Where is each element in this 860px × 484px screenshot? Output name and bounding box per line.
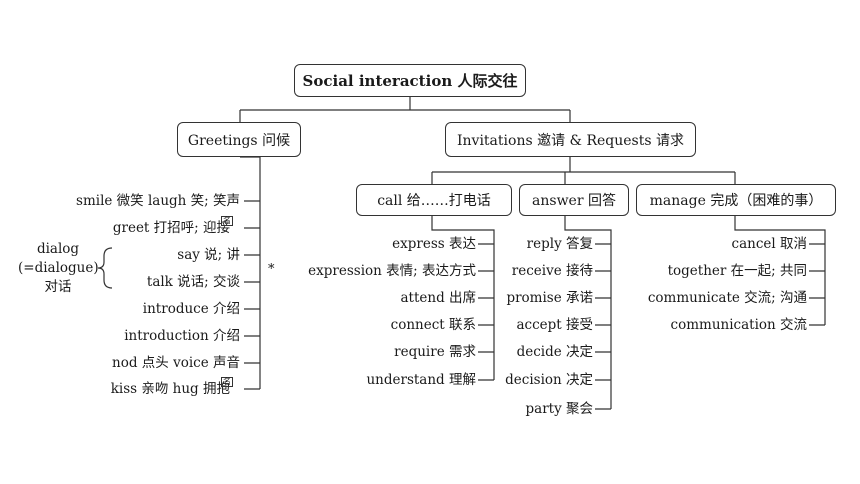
answer-node: answer 回答 xyxy=(519,184,629,216)
noun-mark-icon: 名 xyxy=(221,216,233,226)
answer-item: receive 接待 xyxy=(511,263,593,279)
answer-item: decide 决定 xyxy=(516,344,593,360)
answer-item: party 聚会 xyxy=(525,401,594,417)
manage-item: cancel 取消 xyxy=(731,236,807,252)
call-item: express 表达 xyxy=(392,236,476,252)
answer-item: promise 承诺 xyxy=(506,290,593,306)
dialog-label-line: (=dialogue) xyxy=(18,260,99,276)
call-item: require 需求 xyxy=(394,344,476,360)
greetings-item: introduce 介绍 xyxy=(142,301,240,317)
answer-item: accept 接受 xyxy=(516,317,593,333)
answer-item: reply 答复 xyxy=(526,236,593,252)
greetings-item: nod 点头 voice 声音 xyxy=(112,355,240,371)
call-item: expression 表情; 表达方式 xyxy=(308,263,476,279)
dialog-label-line: 对话 xyxy=(44,279,72,295)
greetings-item: introduction 介绍 xyxy=(124,328,240,344)
call-item: understand 理解 xyxy=(366,372,476,388)
noun-mark-icon: 名 xyxy=(221,377,233,387)
call-item: connect 联系 xyxy=(390,317,476,333)
greetings-item: smile 微笑 laugh 笑; 笑声 xyxy=(76,193,240,209)
invitations-node: Invitations 邀请 & Requests 请求 xyxy=(445,122,696,157)
manage-item: communication 交流 xyxy=(670,317,807,333)
dialog-label-line: dialog xyxy=(36,241,80,257)
star-mark-icon: * xyxy=(268,262,275,277)
greetings-item: talk 说话; 交谈 xyxy=(146,274,240,290)
manage-item: communicate 交流; 沟通 xyxy=(647,290,807,306)
manage-node: manage 完成（困难的事） xyxy=(636,184,836,216)
root-node: Social interaction 人际交往 xyxy=(294,64,526,97)
greetings-item: say 说; 讲 xyxy=(177,247,240,263)
manage-item: together 在一起; 共同 xyxy=(667,263,807,279)
call-node: call 给……打电话 xyxy=(356,184,512,216)
greetings-node: Greetings 问候 xyxy=(177,122,301,157)
greetings-item: greet 打招呼; 迎接 xyxy=(112,220,230,236)
call-item: attend 出席 xyxy=(400,290,476,306)
answer-item: decision 决定 xyxy=(505,372,593,388)
greetings-item: kiss 亲吻 hug 拥抱 xyxy=(110,381,230,397)
